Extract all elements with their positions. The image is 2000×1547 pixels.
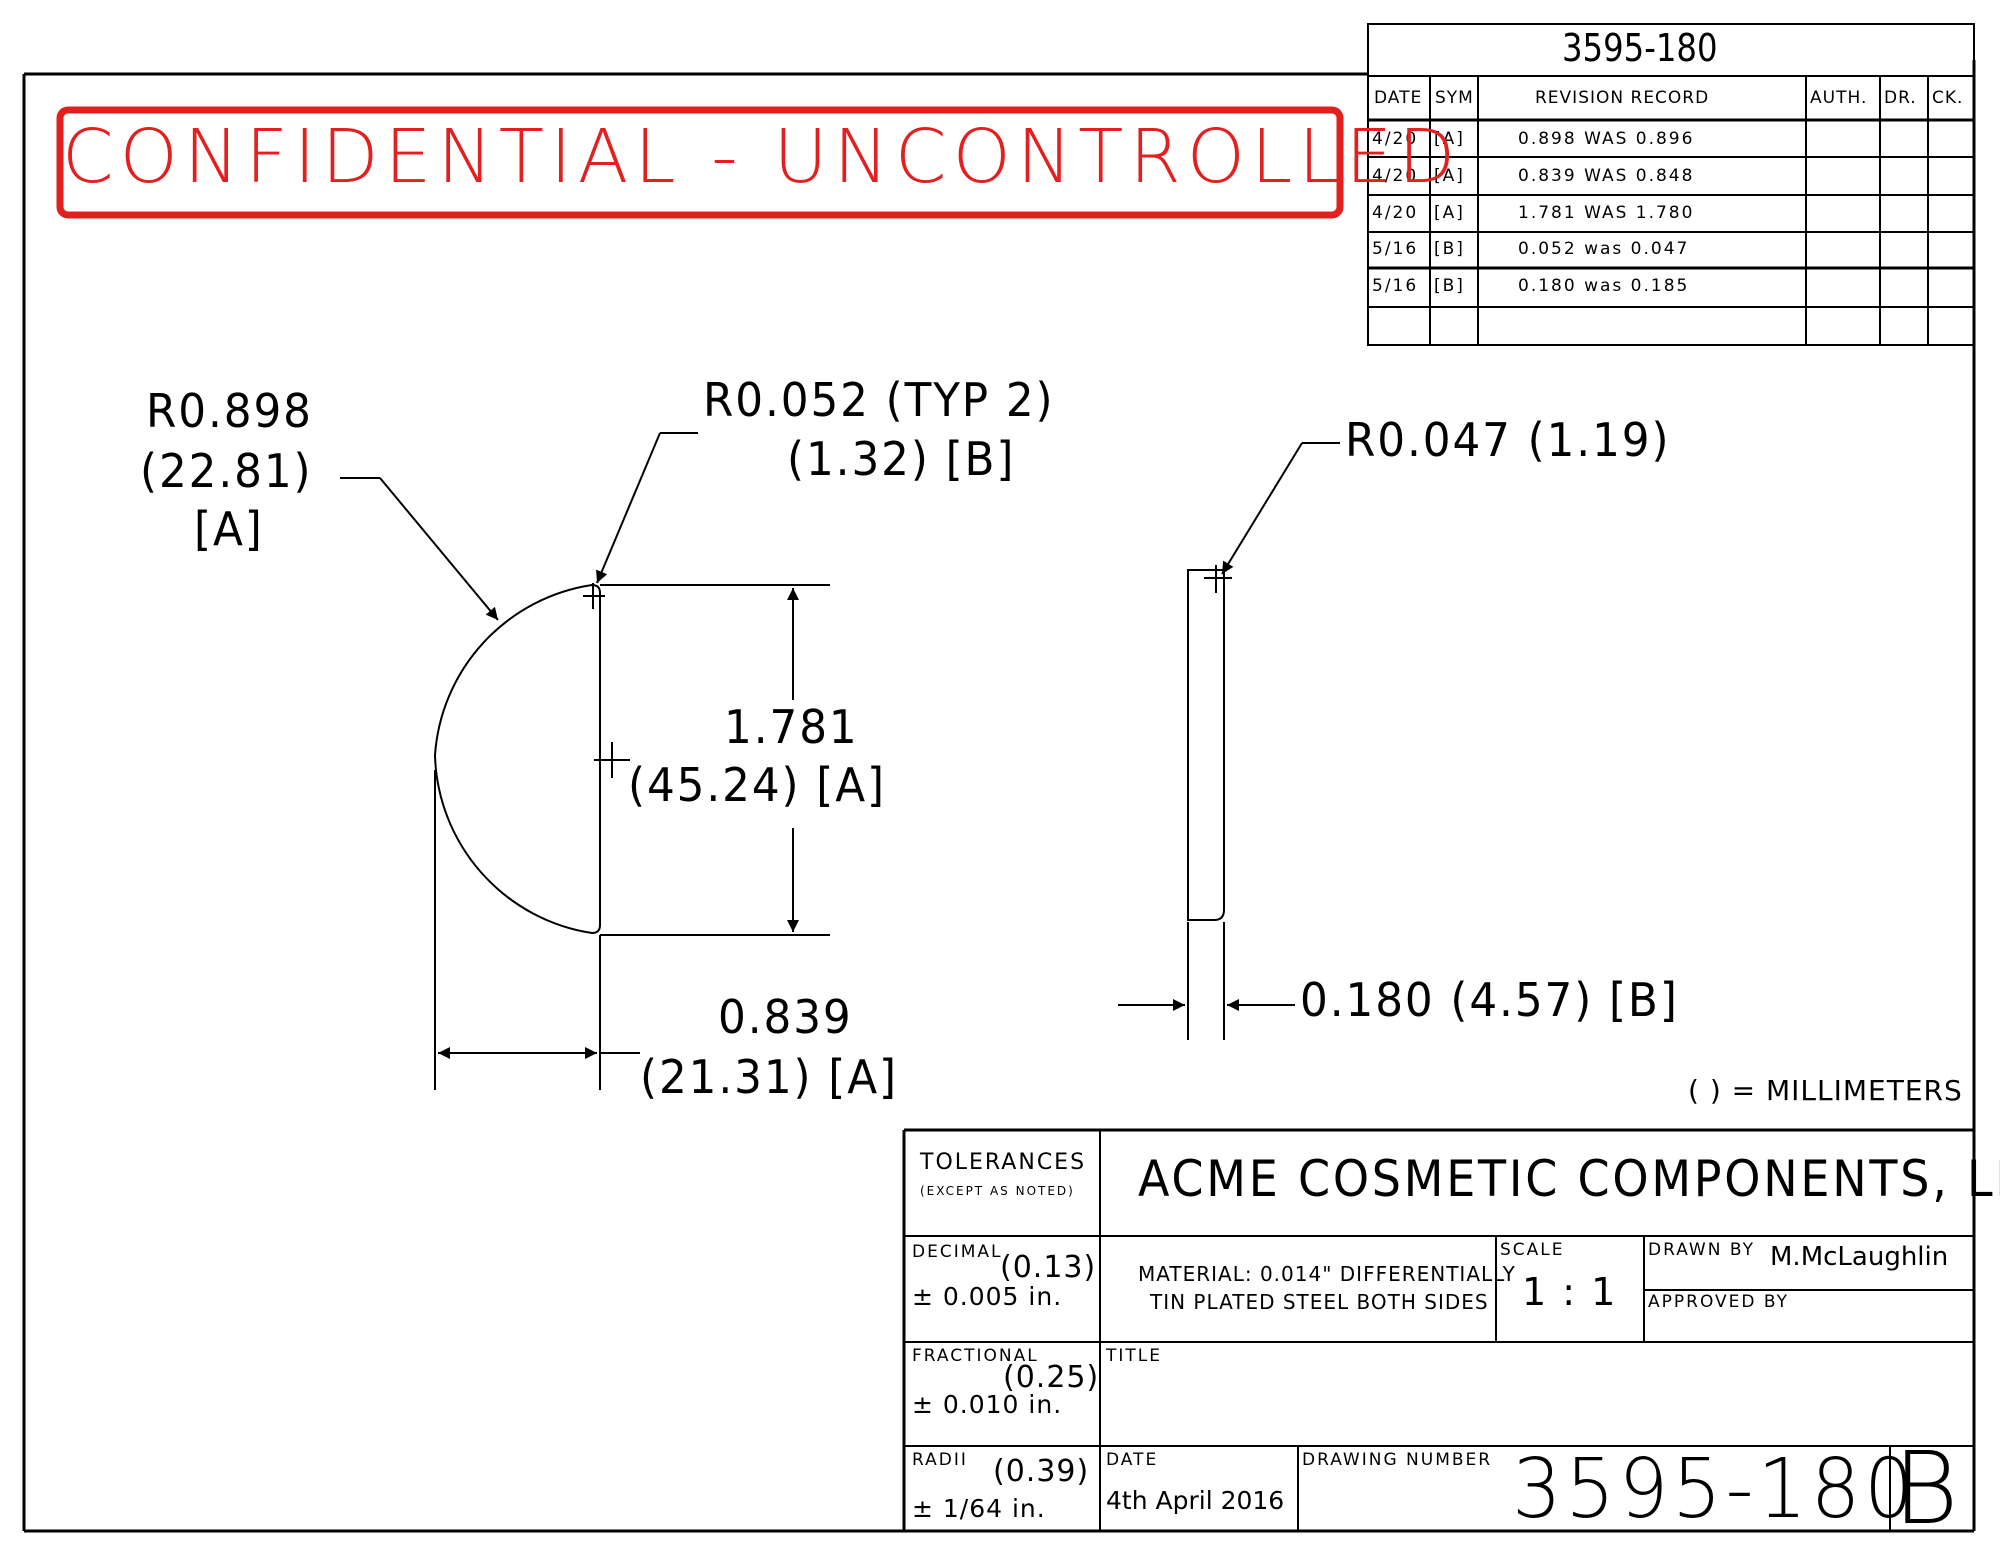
tolerances-label: TOLERANCES — [920, 1150, 1087, 1175]
drawing-number-top: 3595-180 — [1562, 26, 1718, 70]
rev-header-ck: CK. — [1932, 88, 1964, 108]
decimal-label: DECIMAL — [912, 1242, 1003, 1262]
radii-mm: (0.39) — [993, 1454, 1090, 1489]
height-label: 1.781 — [724, 700, 859, 754]
rev-row-record: 0.052 was 0.047 — [1518, 239, 1690, 259]
fractional-label: FRACTIONAL — [912, 1346, 1039, 1366]
tolerances-sub: (EXCEPT AS NOTED) — [920, 1184, 1075, 1198]
decimal-mm: (0.13) — [1000, 1250, 1097, 1285]
decimal-value: ± 0.005 in. — [912, 1282, 1063, 1311]
rev-row-sym: [B] — [1434, 239, 1465, 259]
rev-row-date: 5/16 — [1372, 276, 1419, 296]
large-radius-rev: [A] — [194, 502, 264, 556]
drawn-by-value: M.McLaughlin — [1770, 1242, 1949, 1272]
rev-row-record: 0.839 WAS 0.848 — [1518, 166, 1695, 186]
rev-row-date: 4/20 — [1372, 166, 1419, 186]
rev-row-record: 1.781 WAS 1.780 — [1518, 203, 1695, 223]
rev-row-sym: [B] — [1434, 276, 1465, 296]
part-side-view — [1118, 442, 1340, 1040]
large-radius-label: R0.898 — [146, 384, 313, 438]
side-radius-label: R0.047 (1.19) — [1345, 413, 1671, 467]
large-radius-mm: (22.81) — [140, 444, 313, 498]
rev-row-record: 0.180 was 0.185 — [1518, 276, 1690, 296]
leader-lines-front — [340, 432, 698, 621]
rev-row-sym: [A] — [1434, 203, 1465, 223]
date-label: DATE — [1106, 1450, 1159, 1470]
rev-header-sym: SYM — [1435, 88, 1474, 108]
title-label: TITLE — [1106, 1346, 1162, 1366]
rev-header-record: REVISION RECORD — [1535, 88, 1710, 108]
confidential-banner: CONFIDENTIAL - UNCONTROLLED — [62, 114, 1462, 200]
width-dimension-lines — [434, 770, 640, 1090]
title-block-grid — [902, 1128, 1974, 1531]
part-front-view — [433, 583, 630, 935]
material-line-2: TIN PLATED STEEL BOTH SIDES — [1150, 1290, 1489, 1314]
revision-table-grid — [1367, 23, 1975, 346]
rev-row-date: 5/16 — [1372, 239, 1419, 259]
fractional-mm: (0.25) — [1003, 1360, 1100, 1395]
rev-row-sym: [A] — [1434, 129, 1465, 149]
company-name: ACME COSMETIC COMPONENTS, LLC — [1138, 1150, 2000, 1208]
confidential-box — [56, 106, 1344, 219]
rev-row-sym: [A] — [1434, 166, 1465, 186]
width-mm: (21.31) [A] — [640, 1050, 898, 1104]
date-value: 4th April 2016 — [1106, 1486, 1285, 1515]
scale-label: SCALE — [1500, 1240, 1565, 1260]
corner-radius-mm: (1.32) [B] — [787, 432, 1016, 486]
scale-value: 1 : 1 — [1522, 1270, 1618, 1314]
radii-value: ± 1/64 in. — [912, 1494, 1046, 1523]
drawing-number-label: DRAWING NUMBER — [1302, 1450, 1493, 1470]
rev-row-record: 0.898 WAS 0.896 — [1518, 129, 1695, 149]
radii-label: RADII — [912, 1450, 968, 1470]
fractional-value: ± 0.010 in. — [912, 1390, 1063, 1419]
rev-row-date: 4/20 — [1372, 129, 1419, 149]
corner-radius-label: R0.052 (TYP 2) — [703, 373, 1055, 427]
thickness-label: 0.180 (4.57) [B] — [1300, 973, 1679, 1027]
drawing-number: 3595-180 — [1512, 1442, 1918, 1537]
width-label: 0.839 — [718, 990, 853, 1044]
approved-by-label: APPROVED BY — [1648, 1292, 1790, 1312]
rev-header-dr: DR. — [1884, 88, 1917, 108]
material-line-1: MATERIAL: 0.014" DIFFERENTIALLY — [1138, 1262, 1516, 1286]
height-dimension-lines — [600, 584, 830, 936]
height-mm: (45.24) [A] — [628, 758, 886, 812]
drawn-by-label: DRAWN BY — [1648, 1240, 1755, 1260]
revision-letter: B — [1893, 1430, 1959, 1547]
rev-row-date: 4/20 — [1372, 203, 1419, 223]
rev-header-auth: AUTH. — [1810, 88, 1868, 108]
units-note: ( ) = MILLIMETERS — [1688, 1074, 1963, 1107]
rev-header-date: DATE — [1374, 88, 1423, 108]
